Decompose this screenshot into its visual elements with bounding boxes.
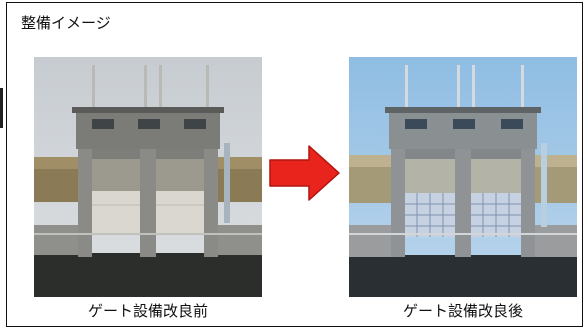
section-heading: 整備イメージ [21, 14, 111, 32]
photo-after-improvement [349, 57, 577, 297]
right-arrow-icon [267, 143, 342, 203]
caption-before: ゲート設備改良前 [87, 302, 208, 320]
photo-before-improvement [34, 57, 262, 297]
caption-after: ゲート設備改良後 [402, 302, 523, 320]
page-edge-mark [0, 88, 3, 128]
